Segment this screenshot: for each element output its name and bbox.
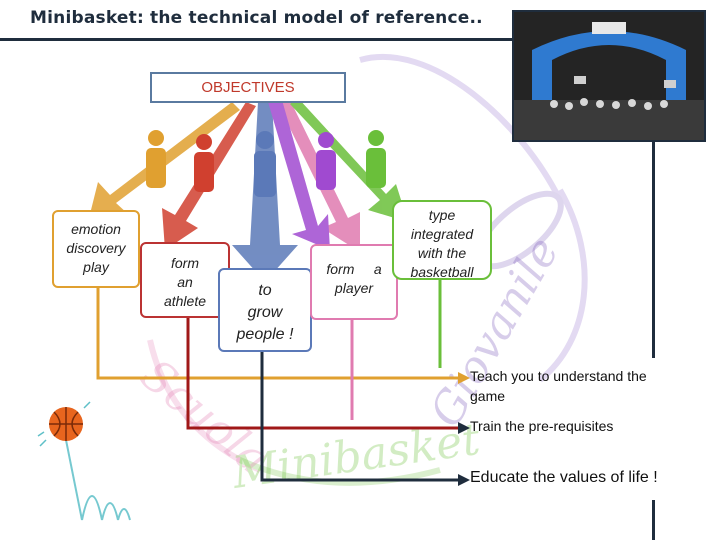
objective-athlete-line-3: athlete [163, 293, 207, 309]
objective-player: form a player [310, 244, 398, 320]
outcome-values: Educate the values of life ! [470, 469, 658, 486]
objective-people: to grow people ! [218, 268, 312, 352]
basketball-icon [49, 407, 83, 441]
objective-athlete-line-2: an [177, 274, 193, 290]
objective-type-line-1: type [428, 207, 456, 223]
page-title: Minibasket: the technical model of refer… [30, 8, 483, 28]
outcome-understand-line-2: game [470, 388, 506, 404]
objective-type-line-2: integrated [410, 226, 474, 242]
objective-people-line-3: people ! [236, 326, 294, 343]
objective-athlete-line-1: form [171, 255, 199, 271]
event-photo [512, 10, 706, 142]
objective-player-line-2: player [334, 280, 374, 296]
people-figures [146, 130, 386, 197]
right-vertical-rule-bottom [652, 500, 655, 540]
objective-player-line-1: form a [326, 261, 382, 277]
objective-type-line-3: with the [417, 245, 467, 261]
objective-emotion: emotion discovery play [52, 210, 140, 288]
event-photo-art [514, 12, 704, 140]
objective-type: type integrated with the basketball [392, 200, 492, 280]
objective-emotion-line-1: emotion [71, 221, 121, 237]
title-underline [0, 38, 512, 41]
objective-athlete: form an athlete [140, 242, 230, 318]
objective-type-line-4: basketball [410, 264, 474, 280]
objective-people-line-2: grow [247, 304, 283, 321]
objective-emotion-line-3: play [83, 259, 109, 275]
outcome-understand-line-1: Teach you to understand the [470, 368, 647, 384]
objective-people-line-1: to [258, 282, 272, 299]
objectives-label: OBJECTIVES [150, 72, 346, 103]
right-vertical-rule-top [652, 140, 655, 358]
objective-emotion-line-2: discovery [66, 240, 126, 256]
outcome-prerequisites: Train the pre-requisites [470, 418, 614, 434]
